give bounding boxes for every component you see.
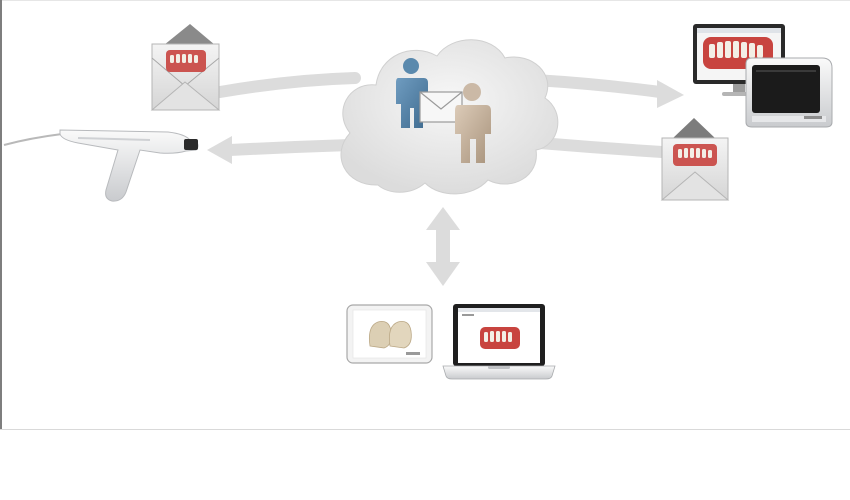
tablet-icon — [346, 304, 433, 364]
left-border — [0, 0, 2, 430]
arrow-right-envelope-to-cloud — [534, 137, 668, 158]
bottom-border — [0, 429, 850, 430]
milling-unit-icon — [745, 57, 833, 128]
arrow-left-envelope-to-cloud — [214, 72, 361, 98]
person-beige-icon — [455, 83, 491, 163]
laptop-icon — [442, 304, 556, 380]
top-border — [0, 0, 850, 1]
arrow-cloud-to-devices-bidirectional — [426, 207, 460, 286]
dental-scan-envelope-left — [150, 24, 221, 111]
dental-scan-envelope-right — [660, 118, 730, 201]
arrow-cloud-to-scanner — [207, 136, 351, 164]
arrow-cloud-to-desktop — [534, 74, 684, 108]
intraoral-scanner-icon — [3, 129, 199, 202]
